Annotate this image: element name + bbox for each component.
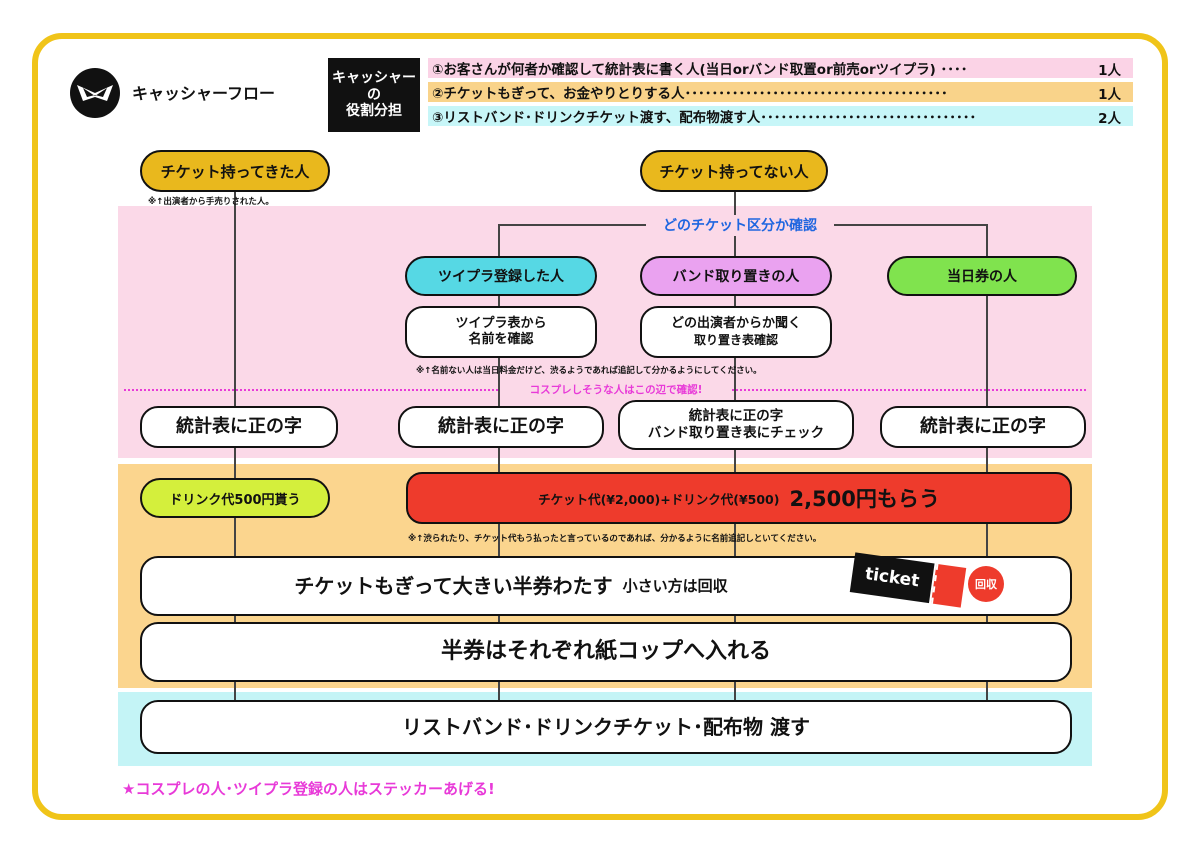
role-text: ③リストバンド･ドリンクチケット渡す、配布物渡す人･･･････････････… bbox=[432, 110, 977, 126]
cosplay-note: コスプレしそうな人はこの辺で確認! bbox=[500, 382, 732, 397]
connector-line bbox=[498, 224, 500, 705]
box-line: 統計表に正の字 bbox=[176, 415, 302, 437]
roles-label-line: の bbox=[367, 86, 381, 103]
page-title: キャッシャーフロー bbox=[132, 84, 276, 103]
handout-box: リストバンド･ドリンクチケット･配布物 渡す bbox=[140, 700, 1072, 754]
box-line: 統計表に正の字 bbox=[920, 415, 1046, 437]
tally-box: 統計表に正の字 bbox=[140, 406, 338, 448]
role-row-2: ②チケットもぎって、お金やりとりする人･････････････････････… bbox=[428, 82, 1133, 102]
tally-band-box: 統計表に正の字 バンド取り置き表にチェック bbox=[618, 400, 854, 450]
band-check-box: どの出演者からか聞く 取り置き表確認 bbox=[640, 306, 832, 358]
tally-box: 統計表に正の字 bbox=[880, 406, 1086, 448]
box-line: 半券はそれぞれ紙コップへ入れる bbox=[440, 639, 771, 665]
box-line: どの出演者からか聞く bbox=[670, 316, 801, 332]
role-count: 1人 bbox=[1098, 87, 1121, 102]
ticket-stub bbox=[930, 563, 967, 608]
box-line: 統計表に正の字 bbox=[438, 415, 564, 437]
roles-label-line: キャッシャー bbox=[332, 69, 416, 86]
collect-badge: 回収 bbox=[968, 566, 1004, 602]
band-hold-pill: バンド取り置きの人 bbox=[640, 256, 832, 296]
drink-fee-pill: ドリンク代500円貰う bbox=[140, 478, 330, 518]
connector-line bbox=[734, 190, 736, 224]
fee-pill: チケット代(¥2,000)+ドリンク代(¥500) 2,500円もらう bbox=[406, 472, 1072, 524]
has-ticket-pill: チケット持ってきた人 bbox=[140, 150, 330, 192]
box-line: バンド取り置き表にチェック bbox=[647, 425, 825, 441]
logo-icon bbox=[68, 66, 122, 120]
cups-box: 半券はそれぞれ紙コップへ入れる bbox=[140, 622, 1072, 682]
paid-note: ※↑渋られたり、チケット代もう払ったと言っているのであれば、分かるように名前追記… bbox=[408, 534, 822, 544]
check-type-label: どのチケット区分か確認 bbox=[646, 215, 834, 235]
box-line: 取り置き表確認 bbox=[693, 332, 778, 347]
fee-big: 2,500円もらう bbox=[789, 487, 940, 511]
footer-note: ★コスプレの人･ツイプラ登録の人はステッカーあげる! bbox=[122, 780, 495, 798]
roles-label-line: 役割分担 bbox=[346, 103, 402, 120]
collect-text: 回収 bbox=[975, 578, 997, 591]
box-line: ツイプラ表から bbox=[455, 315, 547, 331]
tear-ticket-text: チケットもぎって大きい半券わたす bbox=[294, 573, 613, 598]
role-count: 2人 bbox=[1098, 111, 1121, 126]
role-count: 1人 bbox=[1098, 63, 1121, 78]
connector-line bbox=[986, 224, 988, 705]
role-row-1: ①お客さんが何者か確認して統計表に書く人(当日orバンド取置or前売orツイプラ… bbox=[428, 58, 1133, 78]
role-text: ②チケットもぎって、お金やりとりする人･････････････････････… bbox=[432, 86, 948, 102]
same-day-pill: 当日券の人 bbox=[887, 256, 1077, 296]
ticket-word: ticket bbox=[863, 564, 921, 592]
connector-line bbox=[734, 236, 736, 705]
name-note: ※↑名前ない人は当日料金だけど、渋るようであれば追記して分かるようにしてください… bbox=[416, 366, 762, 376]
has-ticket-note: ※↑出演者から手売りされた人。 bbox=[148, 197, 274, 207]
tally-box: 統計表に正の字 bbox=[398, 406, 604, 448]
roles-label: キャッシャー の 役割分担 bbox=[328, 58, 420, 132]
twipla-check-box: ツイプラ表から 名前を確認 bbox=[405, 306, 597, 358]
role-text: ①お客さんが何者か確認して統計表に書く人(当日orバンド取置or前売orツイプラ… bbox=[432, 62, 968, 78]
twipla-pill: ツイプラ登録した人 bbox=[405, 256, 597, 296]
tear-ticket-small: 小さい方は回収 bbox=[622, 576, 728, 595]
box-line: リストバンド･ドリンクチケット･配布物 渡す bbox=[402, 714, 810, 739]
box-line: 統計表に正の字 bbox=[688, 408, 784, 425]
fee-small: チケット代(¥2,000)+ドリンク代(¥500) bbox=[538, 491, 780, 507]
role-row-3: ③リストバンド･ドリンクチケット渡す、配布物渡す人･･･････････････… bbox=[428, 106, 1133, 126]
no-ticket-pill: チケット持ってない人 bbox=[640, 150, 828, 192]
box-line: 名前を確認 bbox=[468, 332, 534, 347]
